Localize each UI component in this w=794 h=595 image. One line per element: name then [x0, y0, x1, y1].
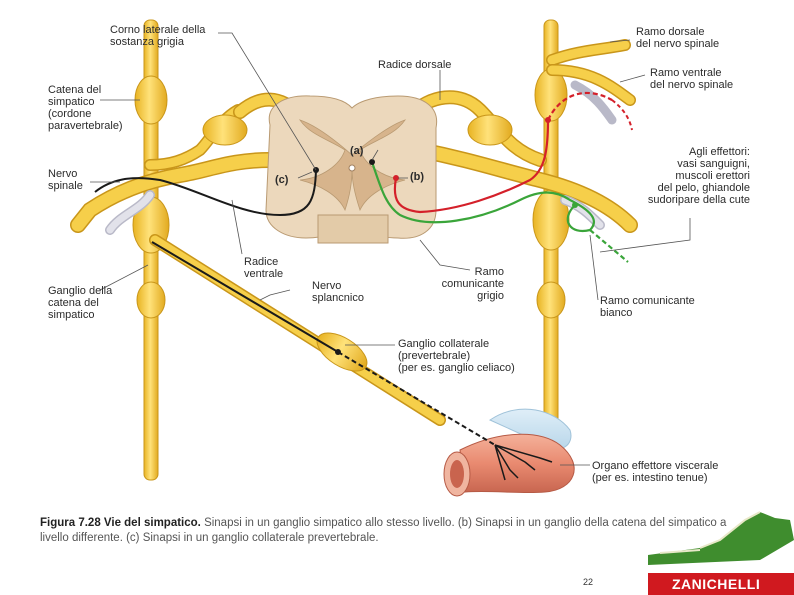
logo-text: ZANICHELLI [672, 576, 761, 592]
right-chain-synapse-dot [545, 117, 551, 123]
page-number: 22 [583, 577, 594, 587]
label-ramo-dorsale: Ramo dorsale del nervo spinale [636, 26, 720, 50]
left-dorsal-root-ganglion [202, 114, 248, 146]
pathway-c-black-postganglionic [337, 351, 496, 446]
label-catena-simpatico: Catena del simpatico (cordone paraverteb… [48, 84, 123, 132]
pathway-c-black [94, 169, 339, 353]
right-spinal-nerve [403, 39, 638, 233]
intestine-organ [443, 408, 575, 497]
pathway-b-red-arrow [611, 99, 633, 131]
pathway-b-red-descending [547, 91, 613, 121]
label-ramo-bianco: Ramo comunicante bianco [600, 295, 695, 319]
pathway-b-red [393, 119, 550, 214]
label-ganglio-collaterale: Ganglio collaterale (prevertebrale) (per… [398, 338, 515, 374]
label-radice-ventrale: Radice ventrale [244, 256, 284, 280]
label-radice-dorsale: Radice dorsale [378, 59, 452, 71]
collateral-synapse-dot [335, 349, 341, 355]
label-nervo-spinale: Nervo spinale [48, 168, 83, 192]
label-effettori: Agli effettori: vasi sanguigni, muscoli … [647, 146, 750, 206]
label-ramo-ventrale: Ramo ventrale del nervo spinale [650, 67, 734, 91]
label-nervo-splancnico: Nervo splancnico [312, 280, 364, 304]
pathway-a-green [370, 161, 629, 263]
label-a: (a) [350, 145, 364, 157]
synapse-b-dot [393, 175, 399, 181]
caption-title: Figura 7.28 Vie del simpatico. [40, 517, 201, 529]
right-dorsal-root-ganglion [467, 114, 513, 146]
label-ganglio-catena: Ganglio della catena del simpatico [48, 285, 113, 321]
label-ramo-grigio: Ramo comunicante grigio [441, 266, 504, 302]
leader-lines [90, 32, 691, 466]
label-b: (b) [410, 171, 425, 183]
caption-text: Sinapsi in un ganglio simpatico allo ste… [40, 517, 727, 544]
label-c: (c) [275, 174, 289, 186]
publisher-logo: ZANICHELLI [648, 573, 794, 595]
spinal-cord-section [265, 95, 438, 244]
label-organo-effettore: Organo effettore viscerale (per es. inte… [592, 460, 719, 484]
figure-caption: Figura 7.28 Vie del simpatico. Sinapsi i… [40, 516, 750, 546]
synapse-a-dot [369, 159, 375, 165]
label-corno-laterale: Corno laterale della sostanza grigia [110, 24, 206, 48]
left-spinal-nerve [70, 92, 307, 235]
splanchnic-nerve [149, 234, 446, 426]
left-sympathetic-chain [132, 19, 170, 481]
pathway-c-terminals [494, 444, 553, 481]
corner-decoration [648, 511, 794, 565]
right-ganglion-synapse-dot [572, 202, 578, 208]
